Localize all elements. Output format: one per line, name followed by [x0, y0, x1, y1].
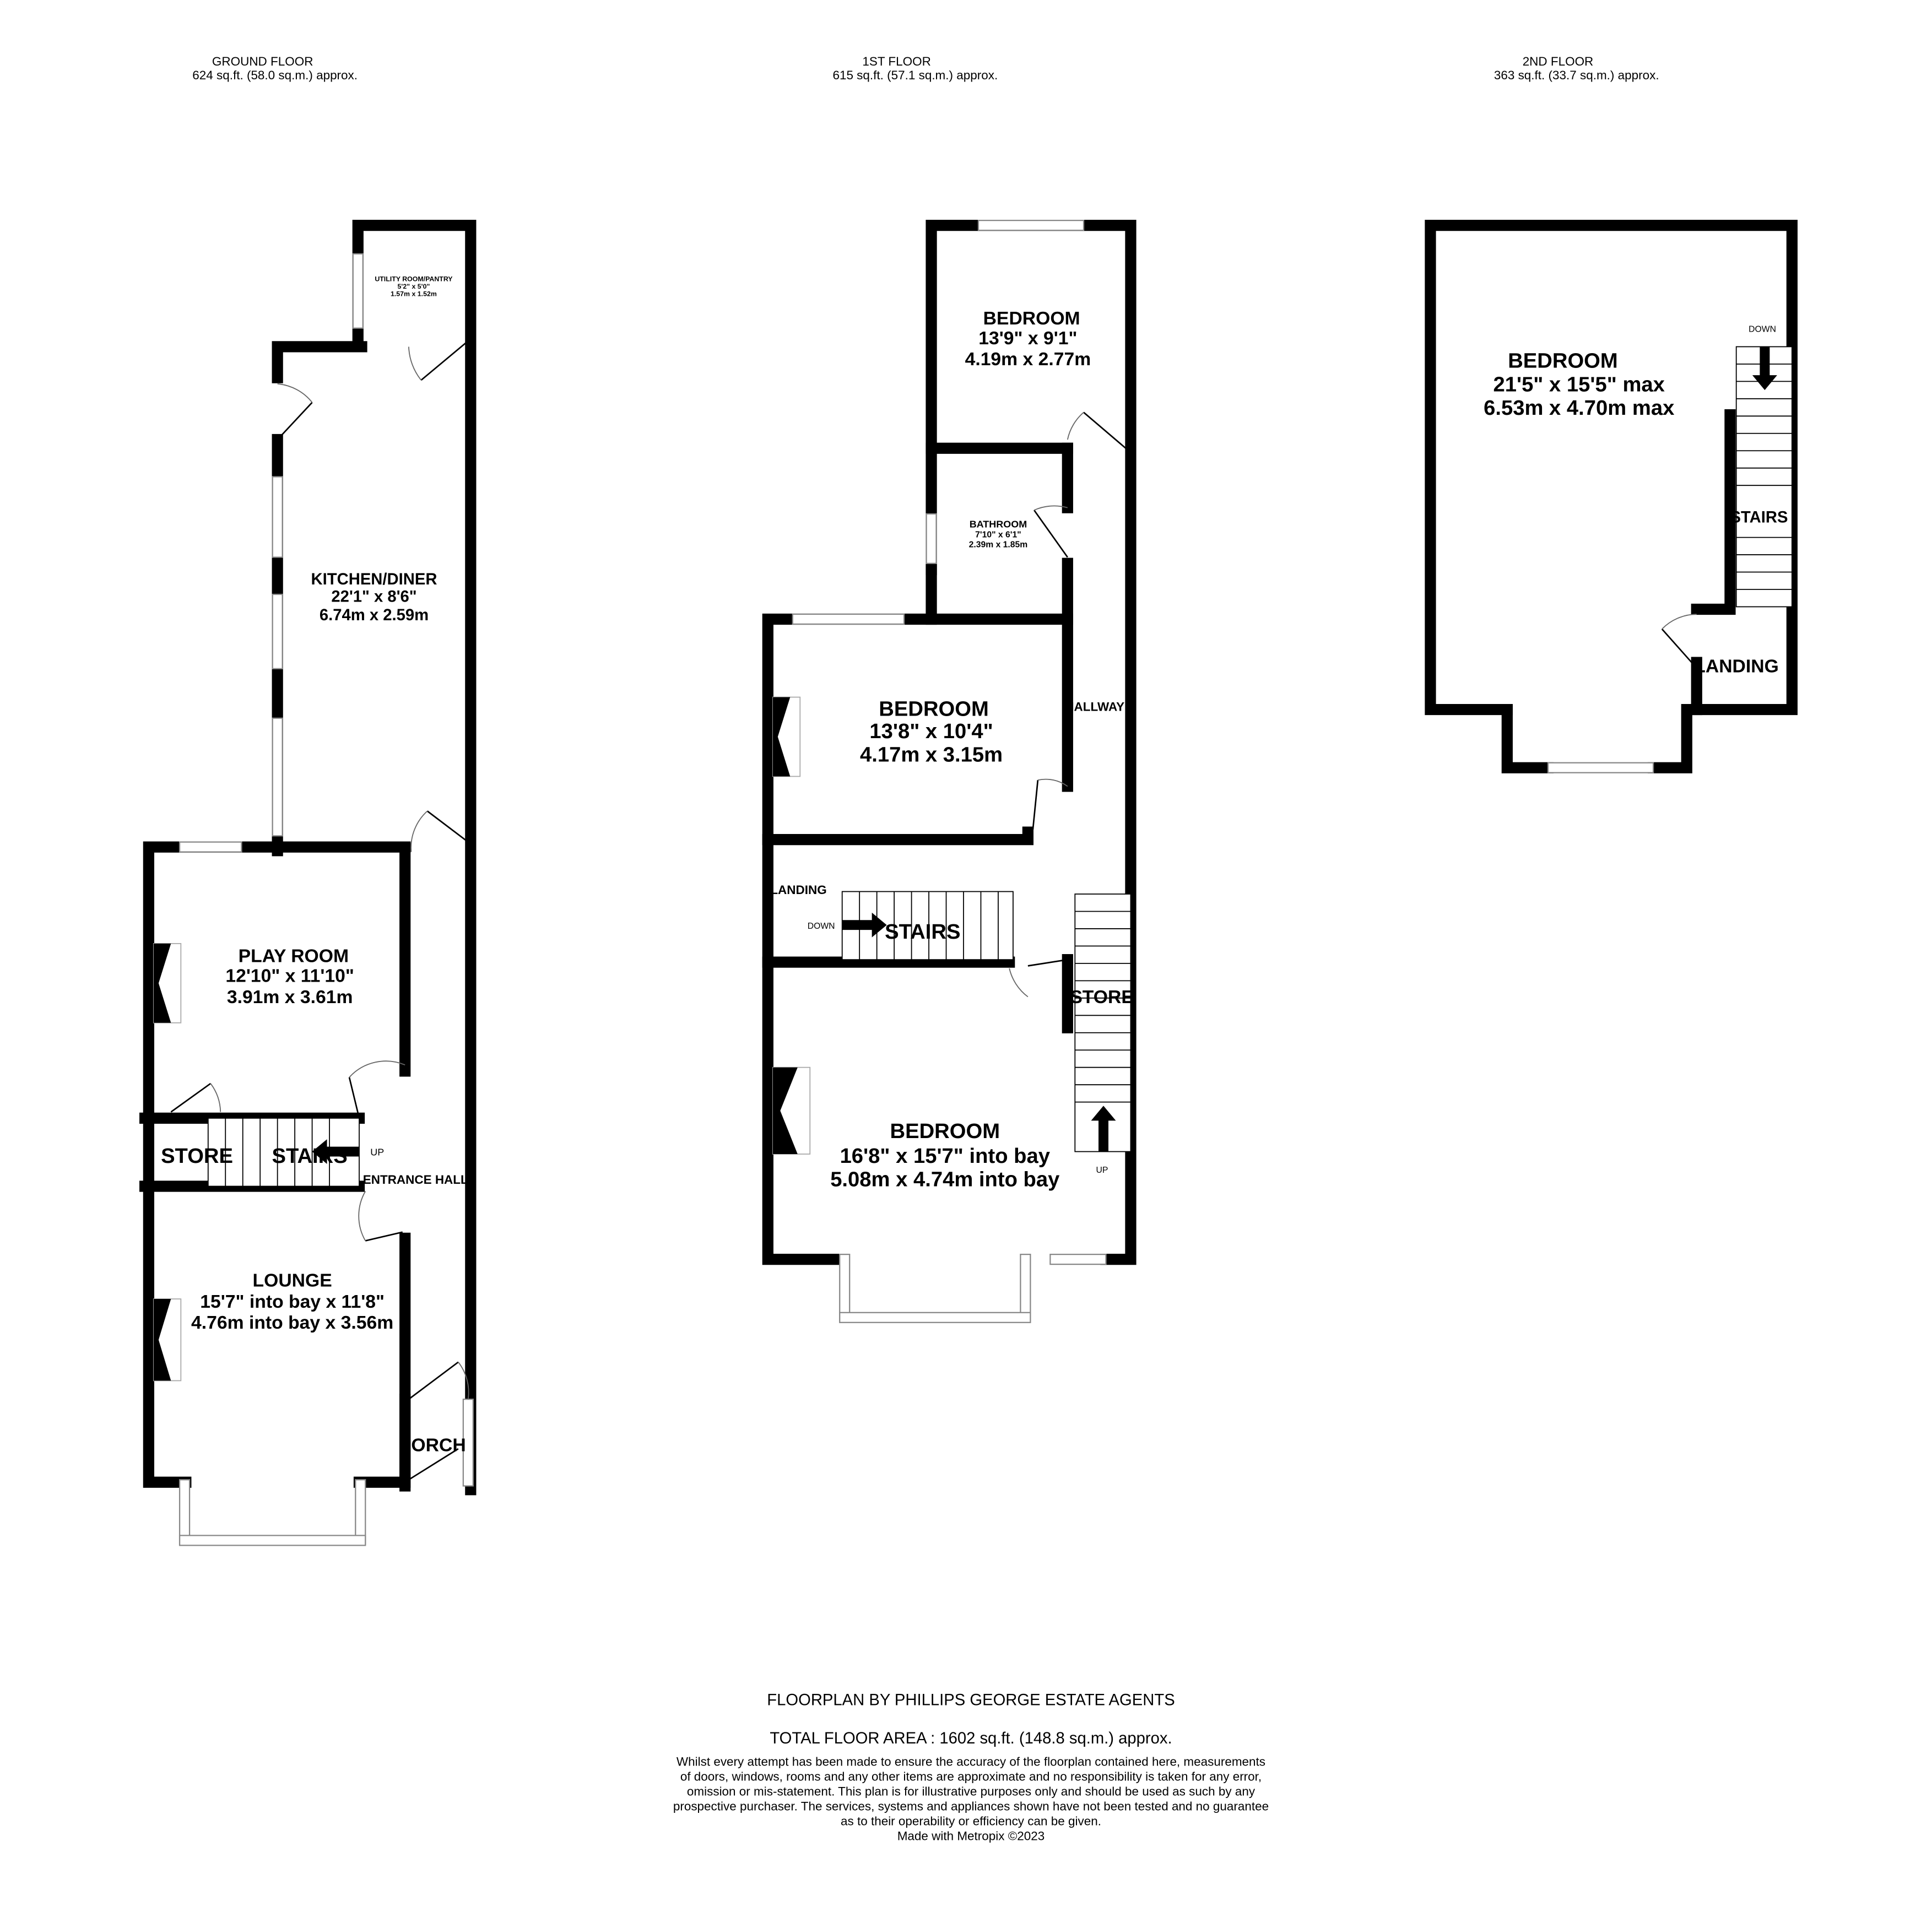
room-imperial: 13'8" x 10'4" [869, 719, 993, 743]
down-label: DOWN [808, 922, 835, 931]
room-name: BEDROOM [983, 308, 1080, 329]
floor-header-ground: GROUND FLOOR 624 sq.ft. (58.0 sq.m.) app… [192, 55, 358, 82]
windows [792, 220, 1107, 1323]
room-name: BATHROOM [970, 519, 1027, 530]
floor-area: 624 sq.ft. (58.0 sq.m.) approx. [192, 68, 358, 82]
room-imperial: 13'9" x 9'1" [978, 328, 1077, 349]
down-label: DOWN [1749, 324, 1776, 334]
floor-header-first: 1ST FLOOR 615 sq.ft. (57.1 sq.m.) approx… [832, 55, 998, 82]
room-name: HALLWAY [1065, 700, 1124, 713]
footer: FLOORPLAN BY PHILLIPS GEORGE ESTATE AGEN… [673, 1691, 1269, 1843]
doors [170, 342, 469, 1481]
total-floor-area: TOTAL FLOOR AREA : 1602 sq.ft. (148.8 sq… [770, 1730, 1172, 1747]
first-floor-plan: BEDROOM 13'9" x 9'1" 4.19m x 2.77m BATHR… [762, 220, 1137, 1323]
room-name: KITCHEN/DINER [311, 571, 437, 588]
room-metric: 2.39m x 1.85m [969, 540, 1028, 550]
room-imperial: 21'5" x 15'5" max [1493, 372, 1664, 396]
floor-name: 2ND FLOOR [1523, 55, 1594, 68]
disclaimer-line: Whilst every attempt has been made to en… [677, 1755, 1265, 1769]
room-metric: 6.74m x 2.59m [320, 606, 429, 624]
up-label: UP [1096, 1166, 1108, 1175]
fireplaces [772, 696, 811, 1155]
fireplaces [153, 943, 182, 1382]
arrow-left-icon [312, 1139, 360, 1165]
room-name: STORE [1070, 987, 1134, 1008]
room-metric: 1.57m x 1.52m [391, 290, 437, 297]
up-label: UP [370, 1146, 384, 1157]
walls [762, 220, 1137, 1265]
floor-name: 1ST FLOOR [862, 55, 930, 68]
stairs-label: STAIRS [272, 1144, 347, 1168]
disclaimer-line: omission or mis-statement. This plan is … [687, 1784, 1255, 1798]
made-with: Made with Metropix ©2023 [897, 1829, 1045, 1843]
room-imperial: 7'10" x 6'1" [975, 530, 1021, 540]
room-metric: 4.17m x 3.15m [860, 743, 1003, 766]
room-imperial: 5'2" x 5'0" [398, 283, 430, 290]
room-name: STORE [161, 1144, 233, 1168]
room-imperial: 12'10" x 11'10" [225, 966, 354, 987]
floor-area: 363 sq.ft. (33.7 sq.m.) approx. [1494, 68, 1659, 82]
floor-area: 615 sq.ft. (57.1 sq.m.) approx. [832, 68, 998, 82]
room-name: LANDING [1694, 656, 1779, 677]
room-metric: 5.08m x 4.74m into bay [830, 1168, 1060, 1192]
credit: FLOORPLAN BY PHILLIPS GEORGE ESTATE AGEN… [767, 1691, 1175, 1709]
stairs-label: STAIRS [885, 920, 960, 944]
stairs-ground [207, 1117, 360, 1187]
room-name: UTILITY ROOM/PANTRY [375, 275, 453, 283]
room-imperial: 15'7" into bay x 11'8" [200, 1291, 385, 1312]
disclaimer-line: as to their operability or efficiency ca… [841, 1814, 1101, 1828]
disclaimer-line: of doors, windows, rooms and any other i… [680, 1769, 1262, 1783]
floor-name: GROUND FLOOR [212, 55, 313, 68]
stairs-first-store [1074, 893, 1132, 1152]
arrow-right-icon [842, 912, 887, 938]
room-imperial: 22'1" x 8'6" [331, 588, 416, 605]
stairs-label: STAIRS [1730, 509, 1788, 527]
room-name: LANDING [770, 883, 826, 897]
ground-floor-plan: UTILITY ROOM/PANTRY 5'2" x 5'0" 1.57m x … [139, 220, 477, 1546]
window [1547, 762, 1654, 773]
room-name: BEDROOM [879, 697, 989, 721]
arrow-down-icon [1752, 346, 1777, 391]
room-name: BEDROOM [890, 1119, 1000, 1143]
room-name: ENTRANCE HALL [363, 1173, 468, 1187]
doors [1009, 411, 1127, 998]
arrow-up-icon [1091, 1106, 1116, 1152]
stairs-first-landing [841, 891, 1014, 961]
room-name: LOUNGE [253, 1270, 332, 1291]
floor-header-second: 2ND FLOOR 363 sq.ft. (33.7 sq.m.) approx… [1494, 55, 1659, 82]
room-metric: 4.19m x 2.77m [965, 349, 1091, 370]
doors [1661, 614, 1697, 663]
room-name: BEDROOM [1508, 349, 1618, 373]
room-name: PORCH [399, 1435, 466, 1456]
room-name: PLAY ROOM [239, 946, 349, 967]
room-imperial: 16'8" x 15'7" into bay [840, 1144, 1051, 1168]
room-metric: 6.53m x 4.70m max [1484, 396, 1674, 420]
disclaimer-line: prospective purchaser. The services, sys… [673, 1799, 1269, 1813]
room-metric: 3.91m x 3.61m [227, 987, 353, 1008]
stairs-second [1735, 346, 1793, 608]
windows [178, 253, 474, 1546]
room-metric: 4.76m into bay x 3.56m [191, 1312, 393, 1333]
second-floor-plan: BEDROOM 21'5" x 15'5" max 6.53m x 4.70m … [1425, 220, 1798, 773]
